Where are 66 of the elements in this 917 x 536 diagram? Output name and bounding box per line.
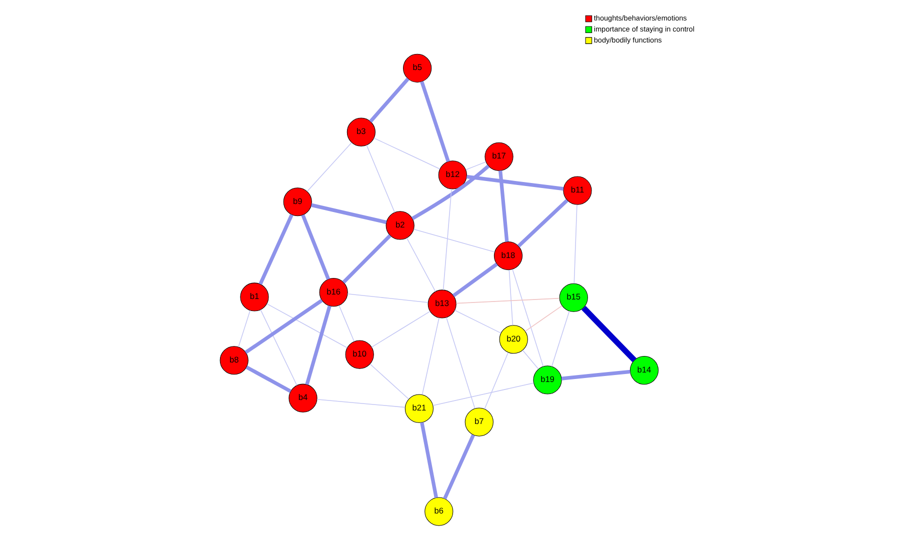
node-circle: b14 xyxy=(629,356,658,385)
connector xyxy=(484,352,508,410)
connector xyxy=(338,304,354,342)
connector xyxy=(346,293,428,303)
node-circle: b18 xyxy=(493,242,522,270)
connector xyxy=(524,305,562,332)
connector xyxy=(258,214,293,285)
connector xyxy=(370,310,430,348)
node-circle: b19 xyxy=(532,366,562,394)
connector xyxy=(454,310,501,334)
connector xyxy=(260,309,297,386)
connector xyxy=(442,188,452,290)
connector xyxy=(410,164,490,220)
node-circle: b3 xyxy=(346,118,375,146)
connector xyxy=(581,306,636,362)
node-circle: b10 xyxy=(344,340,374,369)
connector xyxy=(373,138,440,170)
connector xyxy=(550,310,570,367)
connector xyxy=(420,422,438,498)
node-circle: b16 xyxy=(318,278,348,307)
connector xyxy=(508,270,513,326)
connector xyxy=(306,142,352,192)
node-circle: b6 xyxy=(424,497,453,526)
connector xyxy=(498,170,508,242)
connector xyxy=(366,144,395,213)
node-circle: b5 xyxy=(402,54,432,82)
connector xyxy=(266,303,348,348)
node-circle: b4 xyxy=(288,384,317,412)
connector xyxy=(238,310,250,348)
connector xyxy=(369,364,409,400)
connector xyxy=(245,366,291,393)
node-circle: b2 xyxy=(385,211,414,240)
connector xyxy=(432,382,534,406)
node-circle: b13 xyxy=(427,290,456,318)
connector xyxy=(522,350,538,370)
connector xyxy=(300,214,330,280)
connector xyxy=(466,174,564,191)
connector xyxy=(455,298,560,304)
node-circle: b12 xyxy=(438,160,466,190)
connector xyxy=(304,305,331,386)
connector xyxy=(512,268,544,367)
connector xyxy=(464,161,486,170)
connector xyxy=(244,298,322,354)
node-circle: b7 xyxy=(464,408,493,436)
node-circle: b8 xyxy=(219,346,248,375)
connector xyxy=(516,199,568,248)
node-circle: b20 xyxy=(498,325,528,354)
connector xyxy=(316,398,406,408)
connector xyxy=(368,78,409,123)
connector xyxy=(560,370,630,380)
connector xyxy=(445,317,475,409)
node-circle: b17 xyxy=(484,142,513,171)
connector xyxy=(420,81,450,162)
node-circle: b11 xyxy=(562,176,592,205)
connector xyxy=(421,317,439,396)
connector xyxy=(442,434,474,500)
connector xyxy=(406,238,436,292)
node-circle: b15 xyxy=(558,283,588,312)
node-circle: b21 xyxy=(404,394,433,423)
connector xyxy=(412,228,495,252)
connector xyxy=(452,262,498,298)
node-circle: b9 xyxy=(282,188,312,216)
connector xyxy=(573,204,577,284)
connector xyxy=(342,234,391,284)
node-circle: b1 xyxy=(240,282,268,312)
connector xyxy=(310,203,386,224)
